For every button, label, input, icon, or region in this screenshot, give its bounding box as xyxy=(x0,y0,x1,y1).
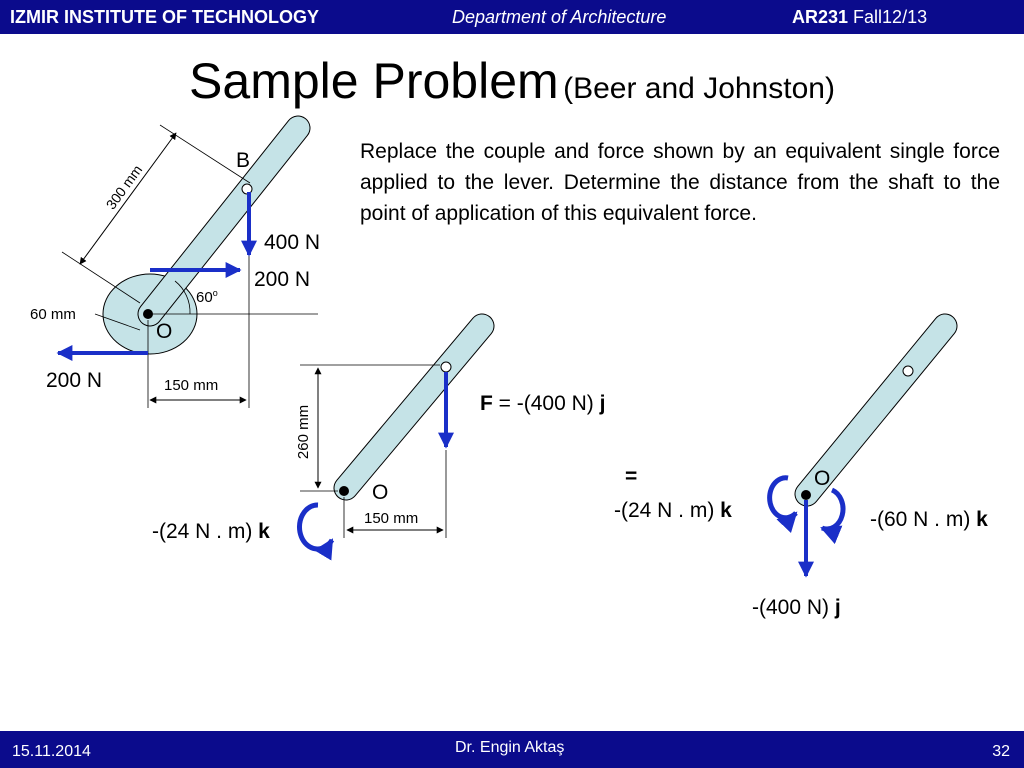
leader-60mm xyxy=(94,313,141,331)
dim-150-label-2: 150 mm xyxy=(364,510,418,527)
force-symbol: F xyxy=(480,392,493,415)
angle-degree: o xyxy=(213,288,218,298)
shaft-point-O-2 xyxy=(339,486,349,496)
header-bar: IZMIR INSTITUTE OF TECHNOLOGY Department… xyxy=(0,0,1024,34)
label-O-2: O xyxy=(372,481,388,504)
title-source: (Beer and Johnston) xyxy=(563,72,835,105)
couple-right-label-3: -(60 N . m) k xyxy=(870,508,988,531)
force-value: = -(400 N) xyxy=(493,392,600,415)
couple-left-label-3: -(24 N . m) k xyxy=(614,499,732,522)
label-200N-top: 200 N xyxy=(254,268,310,291)
angle-label: 60o xyxy=(196,288,218,306)
couple-left-value: -(24 N . m) xyxy=(614,499,720,522)
lever-2 xyxy=(334,314,494,500)
label-O-3: O xyxy=(814,467,830,490)
force-value-3: -(400 N) xyxy=(752,596,835,619)
force-unit: j xyxy=(599,392,606,415)
point-B-2 xyxy=(440,361,452,373)
couple-unit-2: k xyxy=(258,520,270,543)
page-number: 32 xyxy=(992,743,1010,760)
figure-1: 300 mm 60 mm 60o 150 mm B O 400 N 200 N … xyxy=(30,115,320,408)
dim-300-line xyxy=(79,132,177,265)
couple-value-2: -(24 N . m) xyxy=(152,520,258,543)
equals-sign: = xyxy=(625,465,637,488)
angle-value: 60 xyxy=(196,289,213,306)
problem-statement: Replace the couple and force shown by an… xyxy=(360,140,1000,225)
slide-title: Sample Problem (Beer and Johnston) xyxy=(0,52,1024,110)
figure-3: O -(24 N . m) k -(60 N . m) k -(400 N) j xyxy=(614,313,988,619)
couple-left-unit: k xyxy=(720,499,732,522)
force-label-3: -(400 N) j xyxy=(752,596,841,619)
couple-right-unit: k xyxy=(976,508,988,531)
footer-bar: 15.11.2014 Dr. Engin Aktaş 32 xyxy=(0,731,1024,768)
lever-3 xyxy=(795,314,957,506)
figure-2: 260 mm 150 mm O -(24 N . m) k F = -(400 … xyxy=(152,313,605,561)
course-term: Fall12/13 xyxy=(853,7,928,27)
angle-arc xyxy=(174,280,191,315)
label-200N-bottom: 200 N xyxy=(46,369,102,392)
couple-right-value: -(60 N . m) xyxy=(870,508,976,531)
dim-260-label: 260 mm xyxy=(295,405,312,459)
course-info: AR231 Fall12/13 xyxy=(792,7,927,28)
couple-arrow-3-left xyxy=(767,475,798,533)
department-name: Department of Architecture xyxy=(452,7,667,27)
dim-60-label: 60 mm xyxy=(30,306,76,323)
couple-arrow-3-right xyxy=(820,487,846,545)
couple-arrow-2 xyxy=(297,502,335,561)
label-O-1: O xyxy=(156,320,172,343)
footer-author: Dr. Engin Aktaş xyxy=(455,739,565,756)
lever-1 xyxy=(138,116,310,326)
footer-date: 15.11.2014 xyxy=(12,743,91,760)
title-main: Sample Problem xyxy=(189,53,559,109)
force-unit-3: j xyxy=(834,596,841,619)
shaft-point-O-3 xyxy=(801,490,811,500)
dim-150-label-1: 150 mm xyxy=(164,377,218,394)
couple-label-2: -(24 N . m) k xyxy=(152,520,270,543)
course-code: AR231 xyxy=(792,7,849,27)
ext-line-O xyxy=(61,251,141,304)
institution-name: IZMIR INSTITUTE OF TECHNOLOGY xyxy=(10,7,319,27)
force-F-label: F = -(400 N) j xyxy=(480,392,605,415)
label-B: B xyxy=(236,149,250,172)
point-B-3 xyxy=(902,365,914,377)
label-400N: 400 N xyxy=(264,231,320,254)
